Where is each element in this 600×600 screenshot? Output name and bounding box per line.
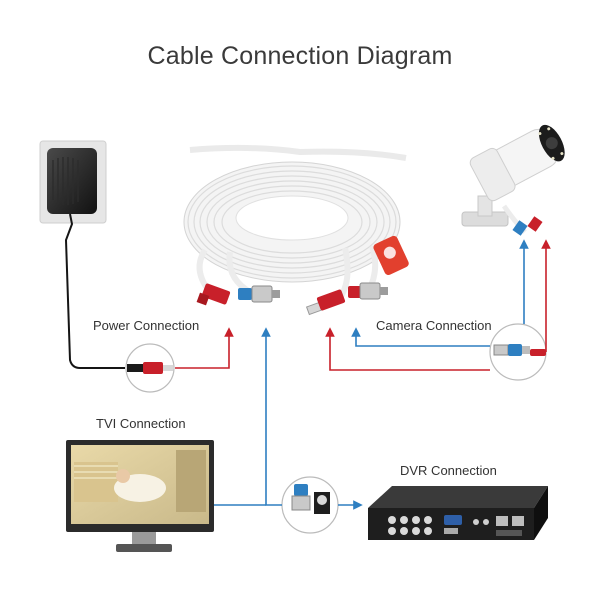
tvi-connection-label: TVI Connection — [96, 416, 186, 431]
siamese-cable-coil — [183, 144, 409, 300]
tvi-monitor — [66, 440, 214, 552]
cable-bnc-connector-left — [238, 285, 280, 303]
cable-bnc-connector-right — [348, 282, 388, 300]
cable-power-male-connector — [305, 289, 346, 316]
video-line-left — [261, 327, 282, 506]
power-dc-connector — [125, 343, 175, 393]
power-line-cable-side — [325, 327, 490, 371]
cable-power-female-connector — [196, 283, 231, 306]
dvr-recorder — [368, 486, 548, 540]
video-line-cable-side — [351, 327, 490, 347]
power-line-left — [175, 327, 234, 369]
power-connection-label: Power Connection — [93, 318, 200, 333]
dvr-bnc-detail — [281, 476, 339, 534]
camera-connector-detail — [489, 323, 547, 381]
bullet-camera — [461, 124, 565, 234]
camera-connection-label: Camera Connection — [376, 318, 492, 333]
diagram-title: Cable Connection Diagram — [147, 42, 453, 70]
camera-connectors — [512, 216, 543, 236]
power-adapter — [39, 140, 125, 369]
dvr-connection-label: DVR Connection — [400, 463, 497, 478]
